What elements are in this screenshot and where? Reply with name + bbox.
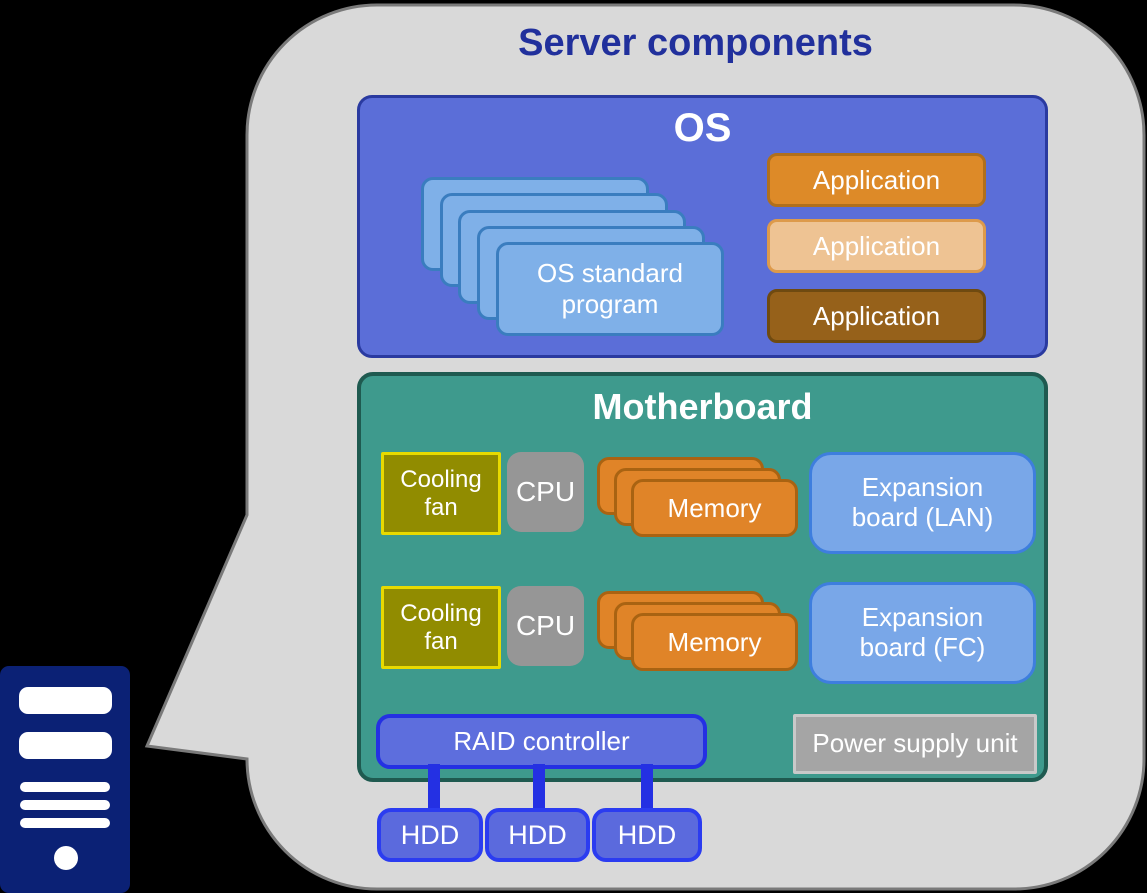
server-vent-bar [20, 800, 110, 810]
os-box-title: OS [673, 106, 732, 150]
server-vent-bar [20, 818, 110, 828]
hdd-box-2: HDD [485, 808, 590, 862]
cpu-box-2: CPU [507, 586, 584, 666]
memory-card-front: Memory [631, 479, 798, 537]
motherboard-title: Motherboard [592, 386, 813, 427]
power-supply-unit-box: Power supply unit [793, 714, 1037, 774]
application-box-1: Application [767, 153, 986, 207]
raid-controller-box: RAID controller [376, 714, 707, 769]
hdd-box-3: HDD [592, 808, 702, 862]
raid-hdd-connector [428, 764, 440, 812]
os-program-card-front: OS standard program [496, 242, 724, 336]
server-tower-icon [0, 666, 130, 893]
cpu-box-1: CPU [507, 452, 584, 532]
memory-card-front: Memory [631, 613, 798, 671]
server-vent-bar [20, 782, 110, 792]
server-drive-bay [19, 687, 112, 714]
cooling-fan-box-1: Cooling fan [381, 452, 501, 535]
application-box-2: Application [767, 219, 986, 273]
raid-hdd-connector [533, 764, 545, 812]
memory-stack-2: Memory [597, 591, 798, 671]
motherboard-box: Motherboard Cooling fan CPU Memory Expan… [357, 372, 1048, 782]
server-drive-bay [19, 732, 112, 759]
cooling-fan-box-2: Cooling fan [381, 586, 501, 669]
server-body [0, 666, 130, 893]
hdd-box-1: HDD [377, 808, 483, 862]
os-program-stack: OS standard program [421, 177, 725, 337]
diagram-title: Server components [518, 22, 873, 64]
os-box: OS OS standard program Application Appli… [357, 95, 1048, 358]
expansion-board-fc-box: Expansion board (FC) [809, 582, 1036, 684]
raid-hdd-connector [641, 764, 653, 812]
server-power-button [54, 846, 78, 870]
memory-stack-1: Memory [597, 457, 798, 537]
application-box-3: Application [767, 289, 986, 343]
expansion-board-lan-box: Expansion board (LAN) [809, 452, 1036, 554]
